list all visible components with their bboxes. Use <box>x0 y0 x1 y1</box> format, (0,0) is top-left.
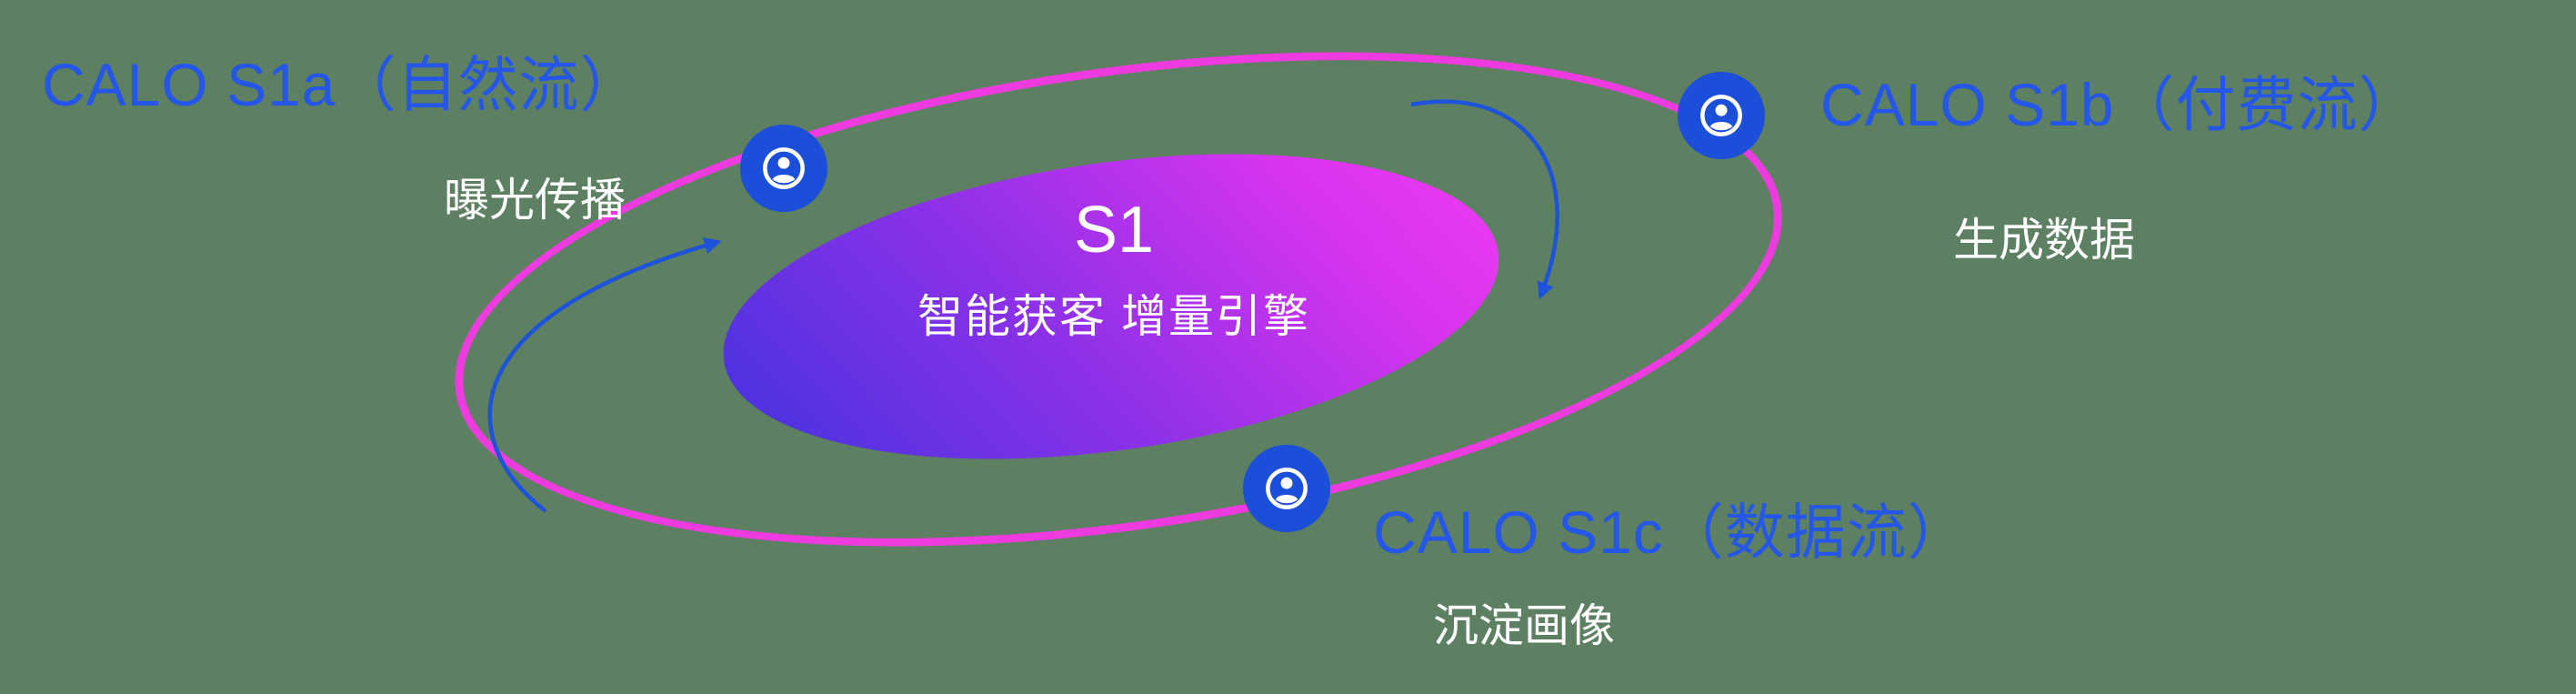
core-label-group: S1 智能获客 增量引擎 <box>796 196 1432 346</box>
user-icon <box>1693 87 1749 144</box>
core-title: S1 <box>1073 194 1155 267</box>
node-s1a <box>740 125 827 212</box>
node-s1c <box>1243 445 1330 532</box>
label-s1c: CALO S1c（数据流） <box>1373 498 1969 566</box>
core-subtitle: 智能获客 增量引擎 <box>917 290 1310 342</box>
node-s1b <box>1678 72 1765 159</box>
user-icon <box>1258 460 1315 517</box>
user-icon <box>756 140 812 196</box>
label-s1b: CALO S1b（付费流） <box>1820 71 2420 138</box>
subtitle-s1a: 曝光传播 <box>444 175 626 226</box>
subtitle-s1b: 生成数据 <box>1953 215 2135 266</box>
subtitle-s1c: 沉淀画像 <box>1433 600 1615 651</box>
label-s1a: CALO S1a（自然流） <box>42 51 641 118</box>
